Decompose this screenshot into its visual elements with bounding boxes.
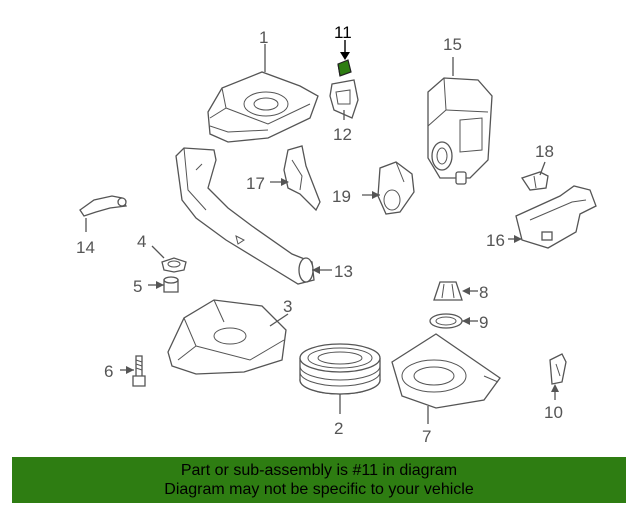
banner-line-2: Diagram may not be specific to your vehi… bbox=[164, 481, 474, 498]
callout-8: 8 bbox=[479, 283, 488, 302]
callout-15: 15 bbox=[443, 35, 462, 54]
part-2-filter bbox=[299, 343, 381, 395]
callout-11: 11 bbox=[334, 23, 352, 42]
callout-2: 2 bbox=[334, 419, 343, 438]
callout-14: 14 bbox=[76, 238, 95, 257]
callout-12: 12 bbox=[333, 125, 352, 144]
callout-7: 7 bbox=[422, 427, 431, 446]
info-banner: Part or sub-assembly is #11 in diagram D… bbox=[12, 457, 626, 503]
callout-17: 17 bbox=[246, 174, 265, 193]
callout-6: 6 bbox=[104, 362, 113, 381]
part-4-grommet bbox=[161, 257, 187, 273]
part-5-bushing bbox=[163, 276, 179, 293]
part-3-lower-housing bbox=[167, 299, 287, 375]
part-19-elbow bbox=[377, 161, 415, 215]
callout-16: 16 bbox=[486, 231, 505, 250]
part-7-tray bbox=[391, 333, 501, 409]
callout-5: 5 bbox=[133, 277, 142, 296]
part-18-clip bbox=[520, 171, 549, 191]
part-8-cap bbox=[433, 281, 463, 301]
part-11-clip bbox=[337, 59, 352, 77]
part-16-bracket bbox=[515, 185, 597, 249]
callout-18: 18 bbox=[535, 142, 554, 161]
banner-line-1: Part or sub-assembly is #11 in diagram bbox=[180, 462, 458, 479]
part-17-bracket bbox=[283, 145, 321, 212]
part-1-upper-cover bbox=[207, 71, 319, 143]
part-12-bracket bbox=[329, 79, 359, 119]
callout-3: 3 bbox=[283, 297, 292, 316]
part-14-clip bbox=[79, 195, 127, 217]
callout-10: 10 bbox=[544, 403, 563, 422]
callout-1: 1 bbox=[259, 28, 268, 47]
part-13-intake-duct bbox=[175, 147, 315, 285]
part-10-bracket bbox=[549, 353, 567, 385]
callout-19: 19 bbox=[332, 187, 351, 206]
part-15-resonator bbox=[427, 77, 493, 185]
callout-13: 13 bbox=[334, 262, 353, 281]
callout-4: 4 bbox=[137, 232, 146, 251]
part-6-bolt bbox=[132, 355, 146, 387]
callout-9: 9 bbox=[479, 313, 488, 332]
part-9-oring bbox=[429, 313, 463, 329]
